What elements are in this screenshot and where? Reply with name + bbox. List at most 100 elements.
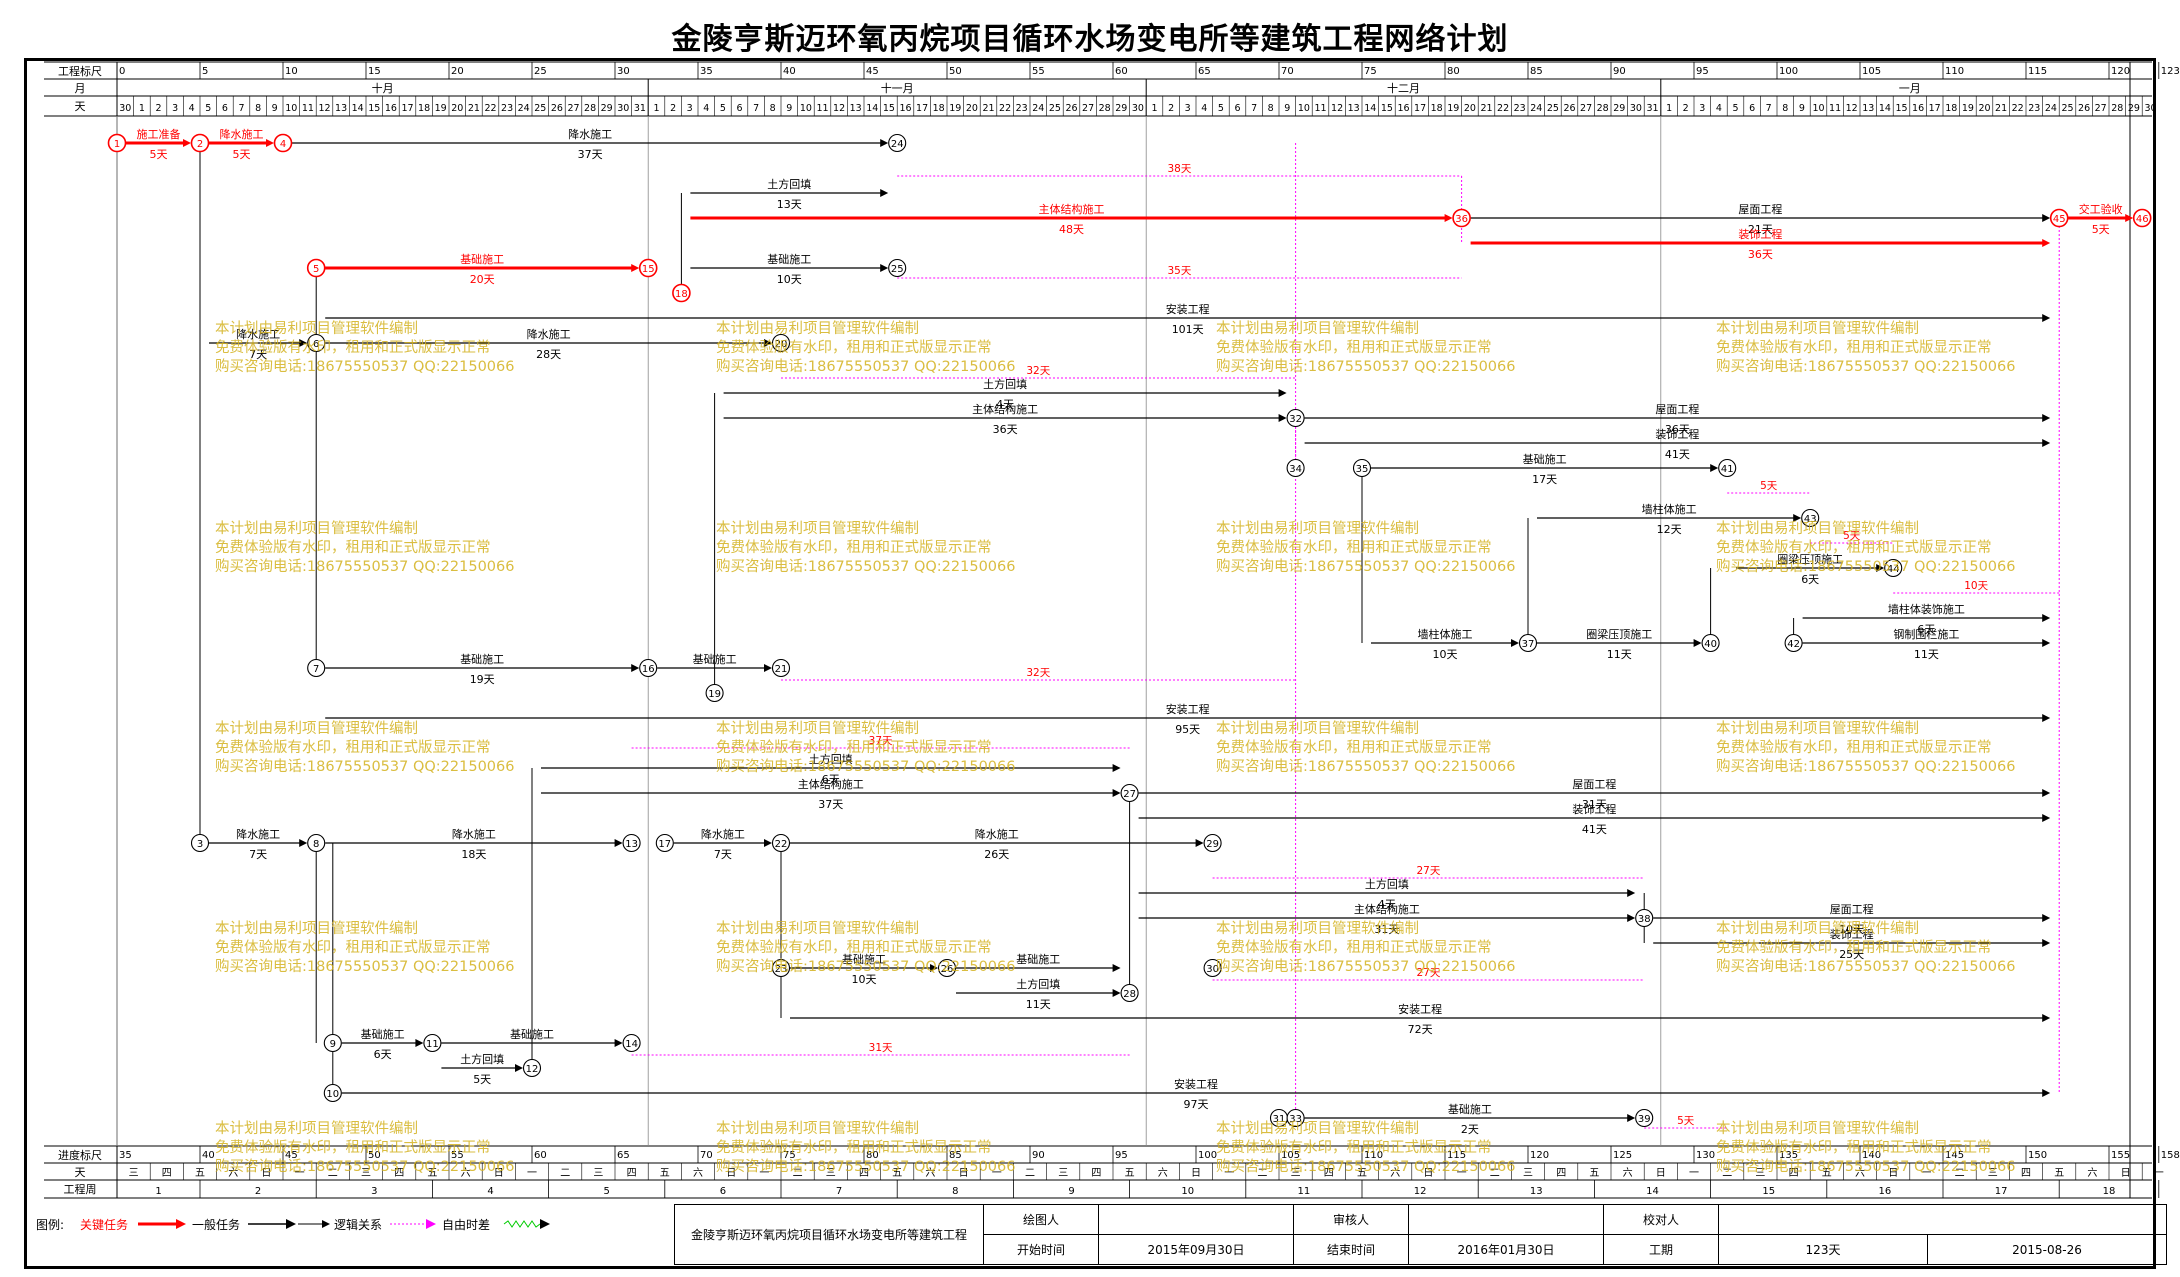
network-node <box>1286 1108 1305 1128</box>
day-number: 9 <box>1799 103 1805 114</box>
day-number: 3 <box>1699 103 1705 114</box>
day-number: 24 <box>1530 103 1542 114</box>
day-number: 5 <box>1218 103 1224 114</box>
checker-value <box>1718 1204 2167 1235</box>
network-node <box>1518 633 1538 653</box>
drawer-label: 绘图人 <box>983 1204 1099 1235</box>
watermark-line: 免费体验版有水印，租用和正式版显示正常 <box>215 540 491 556</box>
task-duration: 10天 <box>777 273 802 286</box>
weekday-name: 一 <box>527 1168 537 1179</box>
watermark-text: 本计划由易利项目管理软件编制免费体验版有水印，租用和正式版显示正常购买咨询电话:… <box>1716 720 2016 777</box>
node-number: 9 <box>330 1039 336 1050</box>
task-arrowhead <box>764 839 772 847</box>
ruler-top-value: 15 <box>368 66 381 77</box>
watermark-line: 购买咨询电话:18675550537 QQ:22150066 <box>1716 559 2016 575</box>
task-duration: 10天 <box>852 973 877 986</box>
ruler-top-value: 120 <box>2111 66 2130 77</box>
legend: 图例: 关键任务 一般任务 逻辑关系 自由时差 <box>32 1204 672 1266</box>
day-number: 6 <box>736 103 742 114</box>
weekday-name: 日 <box>959 1168 969 1179</box>
task-duration: 6天 <box>1917 623 1935 636</box>
task-arrowhead <box>1278 414 1287 422</box>
weekday-name: 日 <box>2121 1168 2131 1179</box>
reviewer-value <box>1408 1204 1604 1235</box>
network-node <box>307 658 326 678</box>
watermark-line: 免费体验版有水印，租用和正式版显示正常 <box>716 940 992 956</box>
network-node <box>888 133 907 153</box>
task-name: 降水施工 <box>568 127 612 141</box>
task-name: 交工验收 <box>2079 202 2123 216</box>
weekday-name: 二 <box>1257 1168 1267 1179</box>
weekday-name: 二 <box>1025 1168 1035 1179</box>
weekday-name: 六 <box>1855 1167 1865 1179</box>
day-number: 16 <box>385 103 397 114</box>
watermark-line: 购买咨询电话:18675550537 QQ:22150066 <box>215 959 515 975</box>
watermark-text: 本计划由易利项目管理软件编制免费体验版有水印，租用和正式版显示正常购买咨询电话:… <box>1716 1120 2016 1177</box>
week-number: 17 <box>1995 1186 2008 1197</box>
task-name: 屋面工程 <box>1655 403 1699 416</box>
day-number: 15 <box>368 103 380 114</box>
watermark-line: 免费体验版有水印，租用和正式版显示正常 <box>215 1140 491 1156</box>
task-name: 装饰工程 <box>1830 927 1874 941</box>
day-number: 20 <box>451 103 463 114</box>
watermark-line: 免费体验版有水印，租用和正式版显示正常 <box>1716 1140 1992 1156</box>
task-arrowhead <box>2042 439 2051 447</box>
free-float-label: 31天 <box>869 1042 893 1054</box>
weekday-name: 五 <box>1589 1168 1599 1179</box>
weekday-name: 六 <box>461 1167 471 1179</box>
watermark-line: 购买咨询电话:18675550537 QQ:22150066 <box>215 359 515 375</box>
task-duration: 4天 <box>1378 898 1396 911</box>
ruler-top-value: 0 <box>119 66 125 77</box>
watermark-text: 本计划由易利项目管理软件编制免费体验版有水印，租用和正式版显示正常购买咨询电话:… <box>716 520 1016 577</box>
day-number: 26 <box>551 103 563 114</box>
watermark-line: 购买咨询电话:18675550537 QQ:22150066 <box>1216 359 1516 375</box>
task-name: 基础施工 <box>1523 453 1567 466</box>
day-number: 24 <box>2045 103 2057 114</box>
day-number: 24 <box>518 103 530 114</box>
ruler-top-value: 70 <box>1281 66 1294 77</box>
node-number: 22 <box>775 839 788 850</box>
day-number: 14 <box>866 103 878 114</box>
weekday-label: 天 <box>75 1166 86 1179</box>
legend-logic: 逻辑关系 <box>334 1218 383 1232</box>
network-node <box>1286 408 1305 428</box>
ruler-bottom-value: 60 <box>534 1150 547 1161</box>
ruler-top-value: 50 <box>949 66 962 77</box>
weekday-name: 六 <box>1623 1167 1633 1179</box>
week-number: 15 <box>1762 1186 1775 1197</box>
watermark-line: 本计划由易利项目管理软件编制 <box>1716 921 1919 937</box>
day-number: 25 <box>534 103 546 114</box>
week-number: 18 <box>2103 1186 2116 1197</box>
network-node <box>323 1033 342 1053</box>
day-number: 16 <box>899 103 911 114</box>
day-number: 19 <box>1962 103 1974 114</box>
day-number: 19 <box>949 103 961 114</box>
weekday-name: 二 <box>1955 1168 1965 1179</box>
network-node <box>423 1033 442 1053</box>
weekday-name: 四 <box>394 1168 404 1179</box>
day-number: 30 <box>2144 103 2156 114</box>
task-name: 基础施工 <box>767 253 811 266</box>
task-name: 降水施工 <box>236 827 280 841</box>
watermark-line: 免费体验版有水印，租用和正式版显示正常 <box>1216 340 1492 356</box>
watermark-line: 本计划由易利项目管理软件编制 <box>716 721 919 737</box>
day-number: 5 <box>205 103 211 114</box>
weekday-name: 六 <box>1158 1167 1168 1179</box>
ruler-bottom-value: 55 <box>451 1150 464 1161</box>
day-number: 30 <box>119 103 131 114</box>
month-label: 月 <box>75 82 86 95</box>
task-duration: 11天 <box>1026 998 1051 1011</box>
ruler-bottom-value: 120 <box>1530 1150 1549 1161</box>
day-number: 4 <box>1201 103 1207 114</box>
task-arrowhead <box>1511 639 1519 647</box>
task-name: 降水施工 <box>220 127 264 141</box>
weekday-name: 三 <box>361 1168 371 1179</box>
day-number: 17 <box>916 103 928 114</box>
task-arrowhead <box>631 264 640 272</box>
node-number: 18 <box>675 289 688 300</box>
day-number: 8 <box>770 103 776 114</box>
day-number: 6 <box>222 103 228 114</box>
task-duration: 36天 <box>993 423 1018 436</box>
weekday-name: 二 <box>793 1168 803 1179</box>
watermark-line: 免费体验版有水印，租用和正式版显示正常 <box>215 740 491 756</box>
